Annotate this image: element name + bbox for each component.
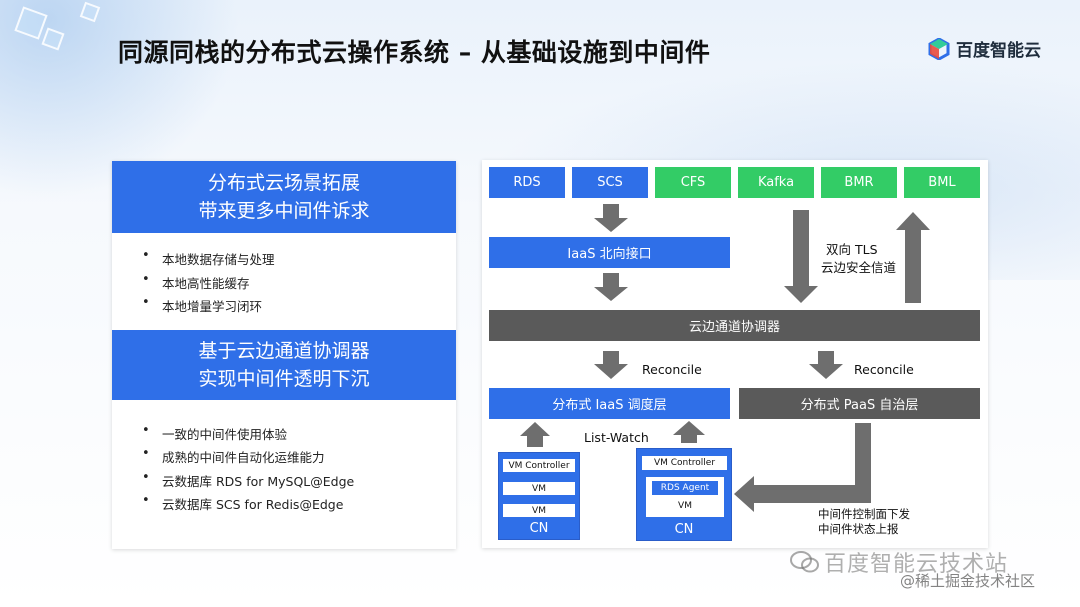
page-title: 同源同栈的分布式云操作系统 – 从基础设施到中间件 <box>118 38 711 67</box>
vm-with-agent-box: RDS Agent VM <box>646 477 724 517</box>
reconcile-label-left: Reconcile <box>642 362 702 377</box>
vm-box: VM <box>503 504 575 517</box>
watermark-text: 百度智能云技术站 <box>824 552 1009 577</box>
architecture-diagram: RDS SCS CFS Kafka BMR BML IaaS 北向接口 双向 T… <box>482 160 988 548</box>
service-box-bmr: BMR <box>821 167 897 198</box>
service-box-bml: BML <box>904 167 980 198</box>
down-arrow-icon <box>784 210 818 303</box>
down-arrow-icon <box>594 204 628 232</box>
up-arrow-icon <box>673 421 705 443</box>
status-report-label: 中间件状态上报 <box>818 522 899 536</box>
section-header-coordinator: 基于云边通道协调器 实现中间件透明下沉 <box>112 329 456 400</box>
down-arrow-icon <box>809 351 843 379</box>
service-box-cfs: CFS <box>655 167 731 198</box>
control-plane-label: 中间件控制面下发 <box>818 507 910 521</box>
elbow-arrow-icon <box>734 423 871 512</box>
diagram-arrows <box>520 204 930 512</box>
service-box-kafka: Kafka <box>738 167 814 198</box>
wechat-icon <box>790 551 819 573</box>
list-item: 本地增量学习闭环 <box>142 295 456 320</box>
cn-label: CN <box>674 522 694 537</box>
tls-label: 双向 TLS <box>826 242 878 257</box>
vm-controller-box: VM Controller <box>503 459 575 472</box>
iaas-north-api-bar: IaaS 北向接口 <box>489 237 730 268</box>
section-header-line: 基于云边通道协调器 <box>198 339 370 362</box>
vm-controller-box: VM Controller <box>642 456 727 470</box>
list-item: 一致的中间件使用体验 <box>142 423 456 448</box>
section-header-line: 分布式云场景拓展 <box>207 172 360 194</box>
down-arrow-icon <box>594 351 628 379</box>
logo-text: 百度智能云 <box>956 41 1041 61</box>
list-item: 云数据库 SCS for Redis@Edge <box>142 493 456 518</box>
cloud-edge-coordinator-bar: 云边通道协调器 <box>489 310 980 341</box>
list-item: 成熟的中间件自动化运维能力 <box>142 446 456 471</box>
list-item: 云数据库 RDS for MySQL@Edge <box>142 470 456 495</box>
rds-agent-box: RDS Agent <box>652 481 718 495</box>
secure-channel-label: 云边安全信道 <box>821 260 897 275</box>
requirements-panel: 分布式云场景拓展 带来更多中间件诉求 本地数据存储与处理 本地高性能缓存 本地增… <box>112 161 456 549</box>
section-header-line: 带来更多中间件诉求 <box>198 200 370 222</box>
section-header-line: 实现中间件透明下沉 <box>198 367 370 390</box>
service-box-scs: SCS <box>572 167 648 198</box>
vm-label: VM <box>678 501 692 511</box>
up-arrow-icon <box>520 422 550 447</box>
cn-label: CN <box>529 521 549 536</box>
list-item: 本地数据存储与处理 <box>142 248 456 273</box>
watermark-sub: @稀土掘金技术社区 <box>900 572 1036 590</box>
reconcile-label-right: Reconcile <box>854 362 914 377</box>
up-arrow-icon <box>896 212 930 303</box>
iaas-scheduling-layer-bar: 分布式 IaaS 调度层 <box>489 388 730 419</box>
vm-box: VM <box>503 482 575 495</box>
compute-node-right: VM Controller RDS Agent VM CN <box>636 448 732 541</box>
bullet-list-scenarios: 本地数据存储与处理 本地高性能缓存 本地增量学习闭环 <box>112 233 456 320</box>
list-item: 本地高性能缓存 <box>142 272 456 297</box>
list-watch-label: List-Watch <box>584 430 649 445</box>
section-header-scenarios: 分布式云场景拓展 带来更多中间件诉求 <box>112 161 456 233</box>
paas-autonomy-layer-bar: 分布式 PaaS 自治层 <box>739 388 980 419</box>
compute-node-left: VM Controller VM VM CN <box>498 452 580 540</box>
service-box-rds: RDS <box>489 167 565 198</box>
brand-logo: 百度智能云 <box>928 36 1041 61</box>
watermark: 百度智能云技术站 <box>790 546 1008 578</box>
cube-logo-icon <box>928 37 950 60</box>
down-arrow-icon <box>594 273 628 301</box>
bullet-list-capabilities: 一致的中间件使用体验 成熟的中间件自动化运维能力 云数据库 RDS for My… <box>112 400 456 518</box>
